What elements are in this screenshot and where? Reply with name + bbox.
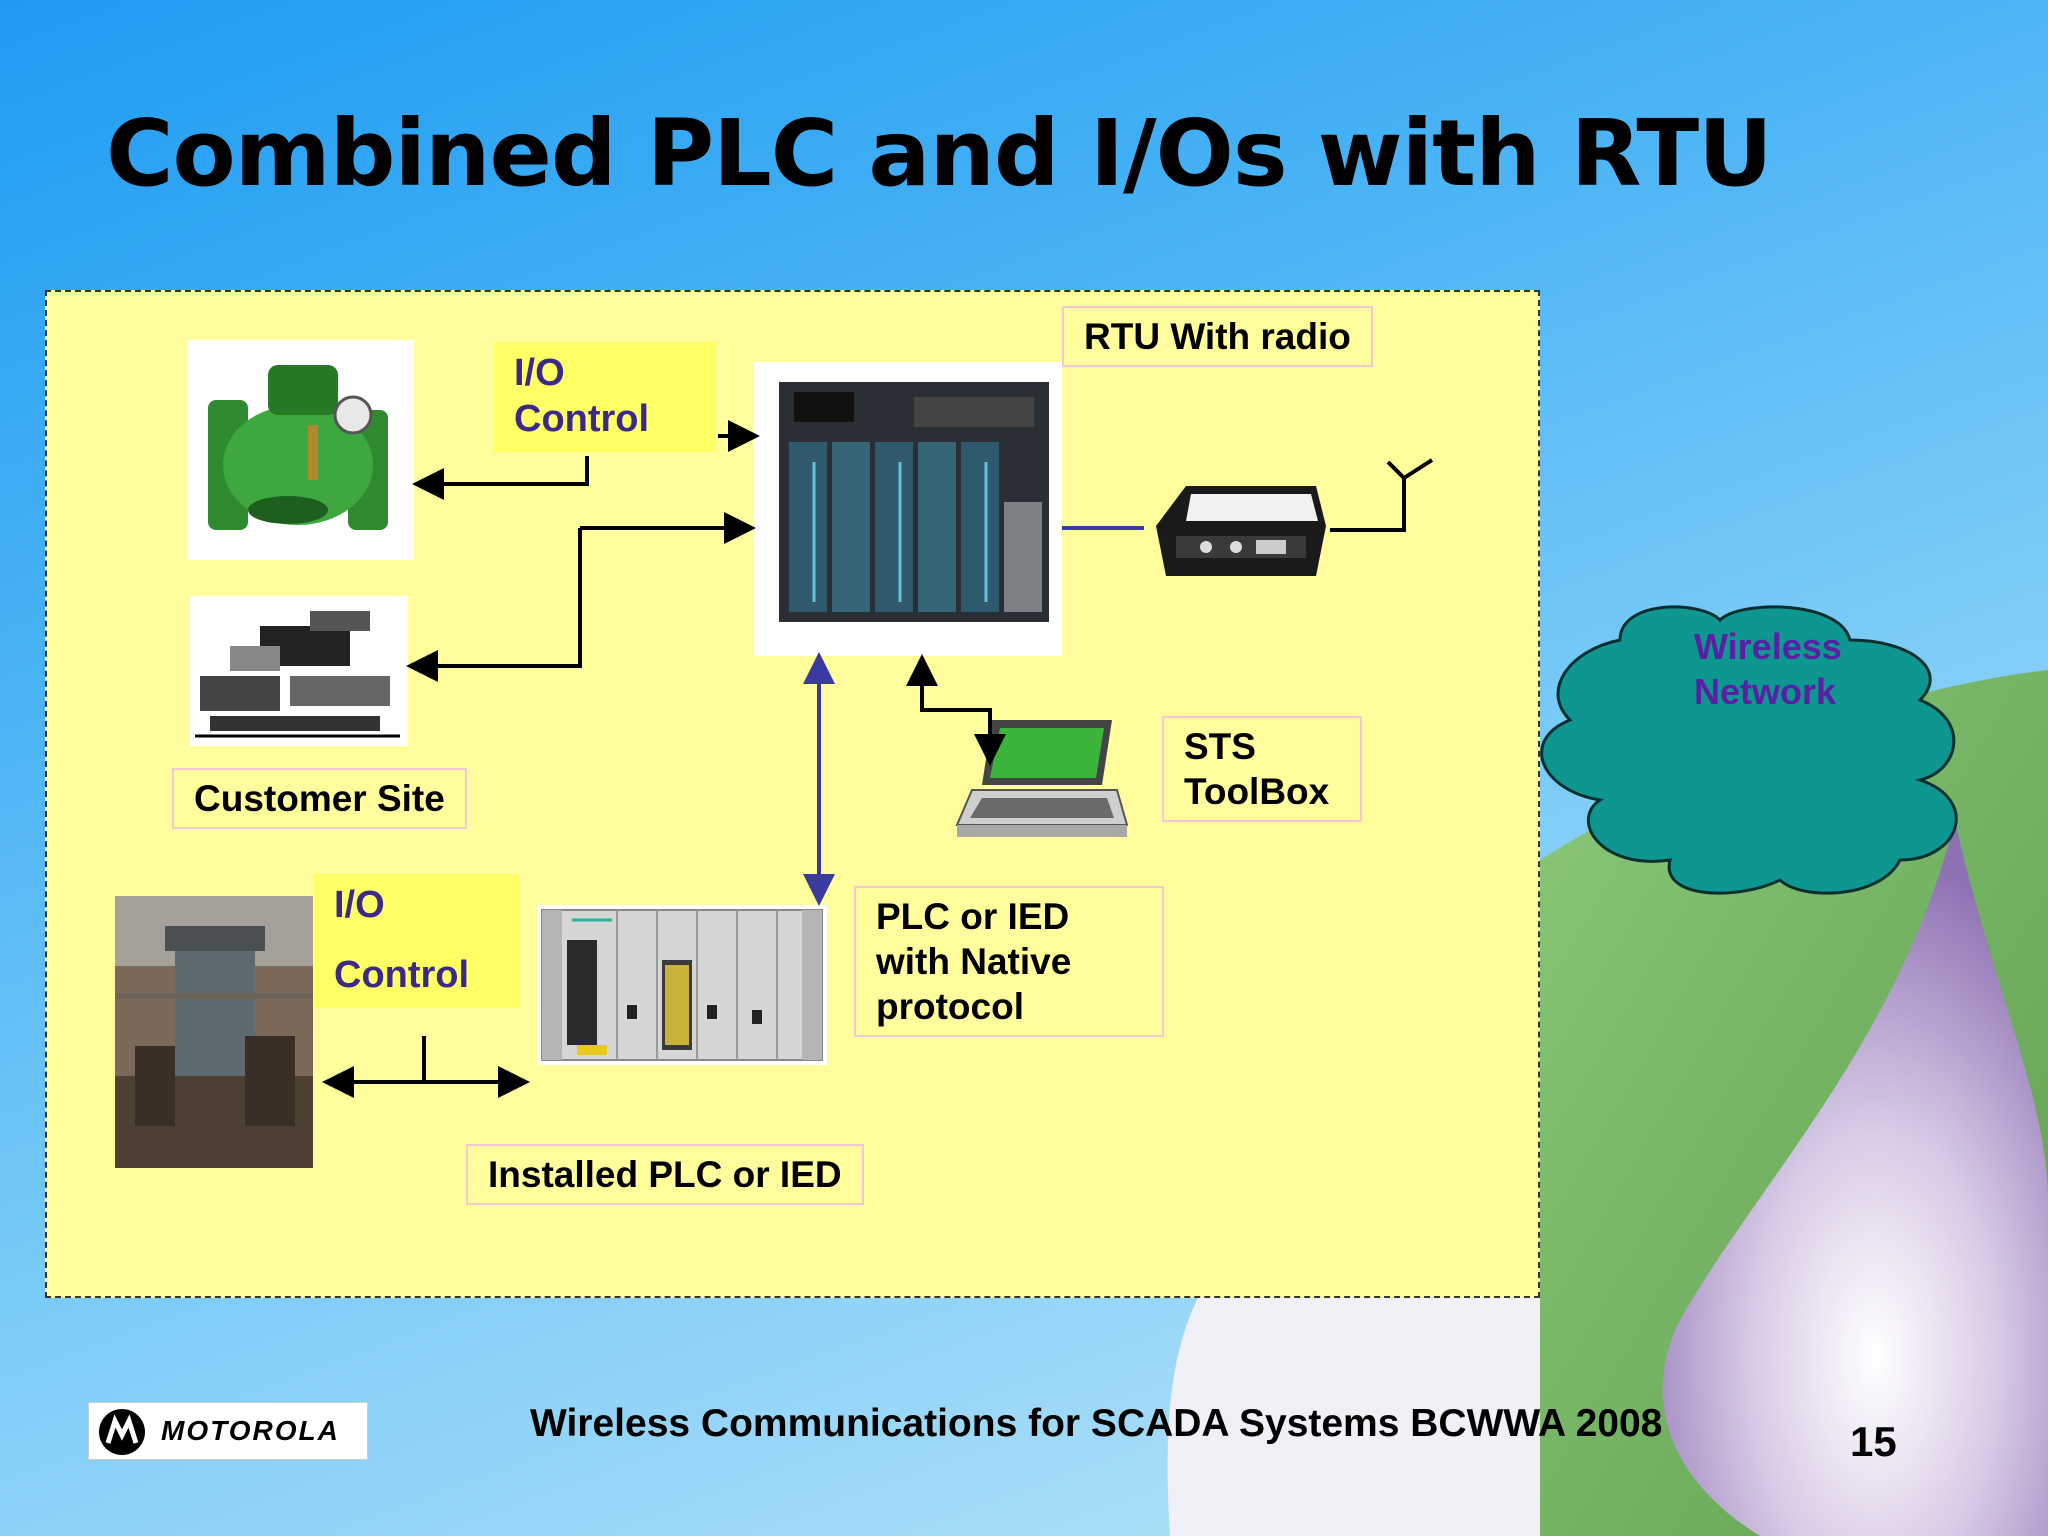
sts-toolbox-label: STS ToolBox: [1162, 716, 1362, 822]
installed-plc-label: Installed PLC or IED: [466, 1144, 864, 1205]
footer-text: Wireless Communications for SCADA System…: [530, 1402, 1663, 1445]
purple-teardrop-shape: [1662, 820, 2048, 1536]
page-number: 15: [1850, 1418, 1897, 1465]
motorola-logo-text: MOTOROLA: [161, 1415, 340, 1446]
plc-module-photo: [537, 905, 827, 1065]
cloud-label-line2: Network: [1694, 671, 1837, 712]
rtu-rack-photo: [754, 362, 1062, 656]
motorola-logo: MOTOROLA: [88, 1402, 368, 1460]
cloud-label: Wireless Network: [1694, 624, 1864, 714]
radio-modem-icon: [1156, 486, 1326, 576]
rtu-with-radio-label: RTU With radio: [1062, 306, 1373, 367]
laptop-icon: [955, 720, 1128, 837]
motorola-m-icon: [105, 1414, 139, 1444]
valve-photo: [188, 340, 414, 560]
slide-title: Combined PLC and I/Os with RTU: [106, 100, 1773, 207]
plc-native-protocol-label: PLC or IED with Native protocol: [854, 886, 1164, 1037]
field-site-photo: [115, 896, 313, 1168]
io-control-top: I/O Control: [494, 342, 716, 452]
customer-site-label: Customer Site: [172, 768, 467, 829]
cloud-label-line1: Wireless: [1694, 626, 1842, 667]
io-control-bottom: I/O Control: [314, 874, 520, 1008]
equipment-sketch: [190, 596, 408, 746]
motorola-logo-icon: [99, 1409, 145, 1455]
